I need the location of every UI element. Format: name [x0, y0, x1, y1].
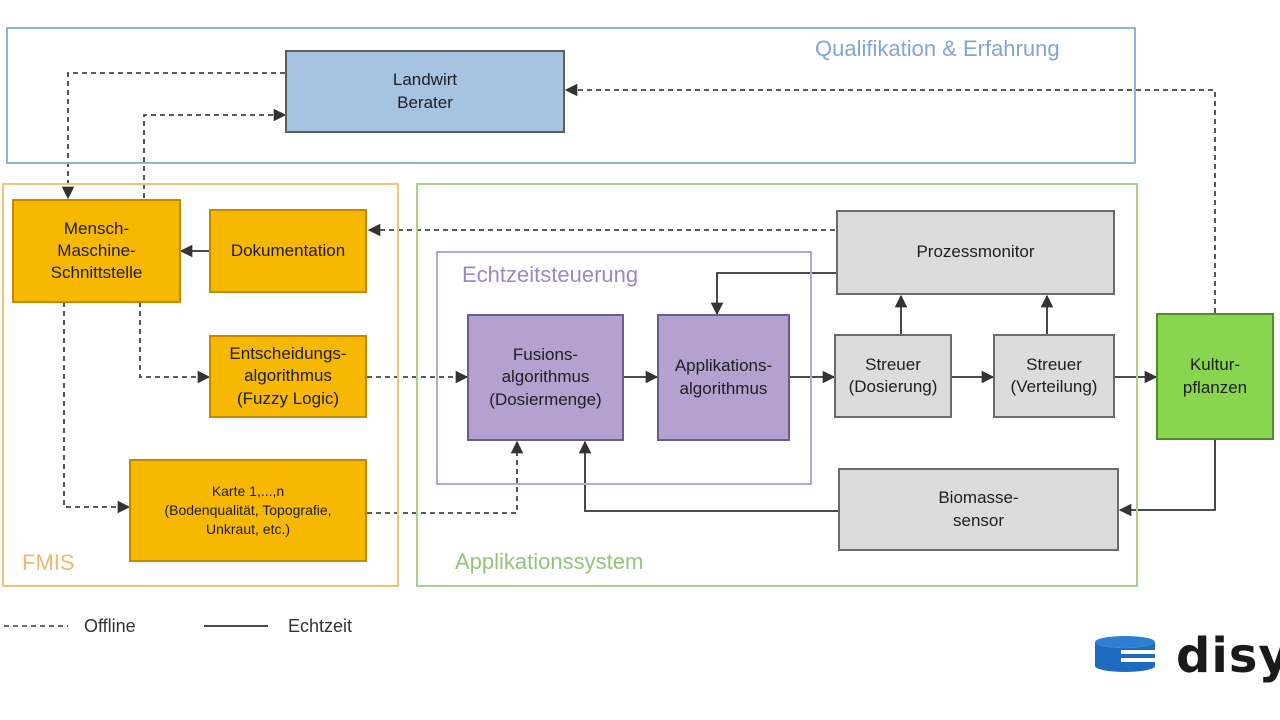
node-streuer-dosierung-label: Streuer (Dosierung) [848, 354, 938, 396]
region-fmis-label: FMIS [22, 550, 75, 575]
node-landwirt-berater-label: Landwirt Berater [392, 70, 458, 112]
offline-arrow-mmi-to-entscheidung [139, 302, 211, 384]
disy-logo-text: disy [1176, 628, 1280, 684]
node-biomassesensor-label: Biomasse- sensor [938, 488, 1019, 530]
arrow-prozessmonitor-to-applikation [710, 272, 836, 316]
region-qualification [6, 27, 1136, 164]
region-fmis [2, 183, 399, 587]
region-realtime-control [436, 251, 812, 485]
node-mensch-maschine-schnittstelle-label: Mensch- Maschine- Schnittstelle [50, 218, 143, 283]
node-karte-label: Karte 1,...,n (Bodenqualität, Topografie… [164, 483, 332, 537]
node-fusionsalgorithmus: Fusions- algorithmus (Dosiermenge) [467, 314, 624, 441]
node-streuer-verteilung-label: Streuer (Verteilung) [1010, 354, 1098, 396]
node-mensch-maschine-schnittstelle: Mensch- Maschine- Schnittstelle [12, 199, 181, 303]
arrow-kulturpflanzen-to-biomasse [1118, 440, 1216, 517]
node-karte: Karte 1,...,n (Bodenqualität, Topografie… [129, 459, 367, 562]
legend-offline-label: Offline [84, 616, 136, 636]
offline-arrow-kulturpflanzen-to-landwirt [564, 83, 1216, 313]
arrow-biomasse-to-fusion [578, 440, 838, 512]
node-prozessmonitor-label: Prozessmonitor [916, 242, 1035, 262]
node-kulturpflanzen: Kultur- pflanzen [1156, 313, 1274, 440]
node-streuer-verteilung: Streuer (Verteilung) [993, 334, 1115, 418]
node-entscheidungsalgorithmus: Entscheidungs- algorithmus (Fuzzy Logic) [209, 335, 367, 418]
node-dokumentation: Dokumentation [209, 209, 367, 293]
legend-realtime-label: Echtzeit [288, 616, 353, 636]
offline-arrow-landwirt-to-mmi [61, 72, 285, 200]
region-application-system-label: Applikationssystem [455, 549, 644, 574]
node-dokumentation-label: Dokumentation [230, 240, 346, 260]
disy-logo-mark [1095, 636, 1155, 672]
region-realtime-control-label: Echtzeitsteuerung [462, 262, 639, 287]
node-entscheidungsalgorithmus-label: Entscheidungs- algorithmus (Fuzzy Logic) [229, 344, 347, 408]
node-applikationsalgorithmus-label: Applikations- algorithmus [674, 356, 773, 398]
node-landwirt-berater: Landwirt Berater [285, 50, 565, 133]
offline-arrow-mmi-to-landwirt [143, 108, 287, 198]
node-biomassesensor: Biomasse- sensor [838, 468, 1119, 551]
region-application-system [416, 183, 1138, 587]
node-applikationsalgorithmus: Applikations- algorithmus [657, 314, 790, 441]
node-streuer-dosierung: Streuer (Dosierung) [834, 334, 952, 418]
node-prozessmonitor: Prozessmonitor [836, 210, 1115, 295]
node-kulturpflanzen-label: Kultur- pflanzen [1182, 355, 1248, 397]
node-fusionsalgorithmus-label: Fusions- algorithmus (Dosiermenge) [489, 345, 602, 409]
region-qualification-label: Qualifikation & Erfahrung [815, 36, 1060, 61]
